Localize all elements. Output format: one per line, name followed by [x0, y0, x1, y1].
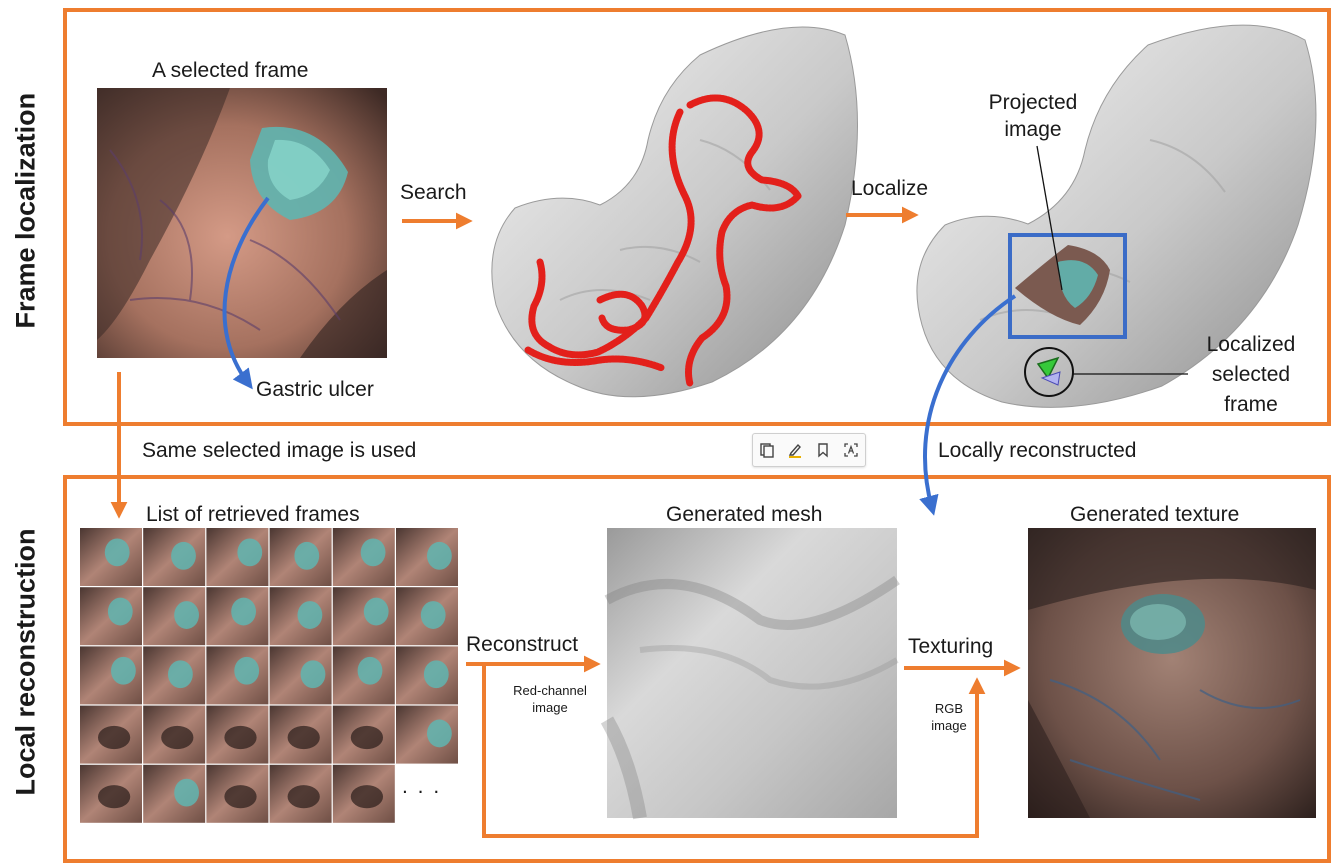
bookmark-icon[interactable]: [812, 439, 834, 461]
retrieved-frame-thumbnail: [396, 646, 458, 704]
retrieved-frame-thumbnail: [80, 765, 142, 823]
local-reconstruction-label: Local reconstruction: [11, 536, 42, 796]
selected-frame-title: A selected frame: [152, 59, 308, 82]
texturing-label: Texturing: [908, 635, 993, 658]
generated-mesh-title: Generated mesh: [666, 503, 822, 526]
retrieved-frame-thumbnail: [206, 528, 268, 586]
more-frames-ellipsis: . . .: [402, 775, 441, 798]
generated-mesh-image: [607, 528, 897, 818]
retrieved-frame-thumbnail: [80, 587, 142, 645]
localize-label: Localize: [851, 177, 928, 200]
selected-frame-image: [97, 88, 387, 358]
retrieved-frame-thumbnail: [143, 528, 205, 586]
retrieved-frame-thumbnail: [396, 706, 458, 764]
retrieved-frames-title: List of retrieved frames: [146, 503, 360, 526]
stomach-model-trajectory: [492, 27, 858, 397]
image-toolbar: [752, 433, 866, 467]
retrieved-frame-thumbnail: [143, 646, 205, 704]
rgb-image-label: RGB image: [920, 701, 978, 735]
retrieved-frame-thumbnail: [333, 706, 395, 764]
retrieved-frame-thumbnail: [270, 646, 332, 704]
retrieved-frame-thumbnail: [270, 706, 332, 764]
retrieved-frame-thumbnail: [143, 765, 205, 823]
retrieved-frame-thumbnail: [270, 587, 332, 645]
retrieved-frame-thumbnail: [396, 528, 458, 586]
retrieved-frame-thumbnail: [333, 528, 395, 586]
retrieved-frame-thumbnail: [333, 646, 395, 704]
generated-texture-title: Generated texture: [1070, 503, 1239, 526]
same-selected-image-label: Same selected image is used: [142, 439, 416, 462]
retrieved-frame-thumbnail: [143, 587, 205, 645]
retrieved-frame-thumbnail: [333, 587, 395, 645]
retrieved-frame-thumbnail: [80, 528, 142, 586]
retrieved-frame-thumbnail: [270, 528, 332, 586]
retrieved-frame-thumbnail: [206, 646, 268, 704]
retrieved-frame-thumbnail: [206, 706, 268, 764]
retrieved-frame-thumbnail: [80, 646, 142, 704]
text-recognition-icon[interactable]: [840, 439, 862, 461]
gastric-ulcer-label: Gastric ulcer: [256, 378, 374, 401]
retrieved-frame-thumbnail: [80, 706, 142, 764]
reconstruct-label: Reconstruct: [466, 633, 578, 656]
frame-localization-label: Frame localization: [11, 109, 42, 329]
retrieved-frame-thumbnail: [396, 587, 458, 645]
retrieved-frame-thumbnail: [206, 587, 268, 645]
search-label: Search: [400, 181, 467, 204]
copy-icon[interactable]: [756, 439, 778, 461]
generated-texture-image: [1028, 528, 1316, 818]
retrieved-frame-thumbnail: [270, 765, 332, 823]
retrieved-frame-thumbnail: [333, 765, 395, 823]
projected-image-label: Projected image: [974, 89, 1092, 144]
red-channel-label: Red-channel image: [505, 683, 595, 717]
retrieved-frame-thumbnail: [206, 765, 268, 823]
retrieved-frame-thumbnail: [143, 706, 205, 764]
locally-reconstructed-label: Locally reconstructed: [938, 439, 1136, 462]
localized-selected-frame-label: Localized selected frame: [1192, 330, 1310, 419]
highlight-icon[interactable]: [784, 439, 806, 461]
